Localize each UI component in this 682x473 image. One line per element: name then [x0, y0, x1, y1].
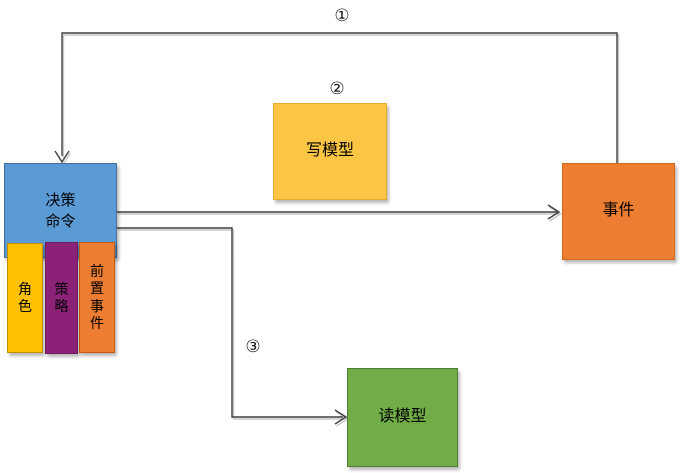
node-read-model: 读模型: [347, 368, 458, 467]
step-1-circled-number: ①: [334, 6, 350, 25]
decision-command-label: 决策 命令: [45, 191, 76, 230]
node-role: 角 色: [7, 243, 43, 353]
arrowhead-right-icon: [547, 204, 561, 220]
write-model-label: 写模型: [305, 142, 354, 160]
node-write-model: 写模型: [273, 103, 387, 200]
event-label: 事件: [602, 202, 635, 220]
node-event: 事件: [562, 163, 675, 260]
strategy-label: 策 略: [54, 280, 69, 315]
connector-event-to-decision: [54, 32, 618, 164]
step-2-circled-number: ②: [329, 79, 345, 98]
read-model-label: 读模型: [378, 408, 427, 426]
pre-event-label: 前 置 事 件: [90, 262, 104, 332]
arrowhead-down-icon: [54, 150, 70, 164]
arrowhead-right-icon: [334, 409, 348, 425]
step-3-circled-number: ③: [245, 337, 261, 356]
connector-decision-to-read-model: [117, 227, 348, 425]
role-label: 角 色: [18, 280, 32, 315]
node-strategy: 策 略: [45, 242, 78, 354]
node-pre-event: 前 置 事 件: [79, 242, 115, 353]
connector-decision-to-event: [117, 204, 561, 220]
